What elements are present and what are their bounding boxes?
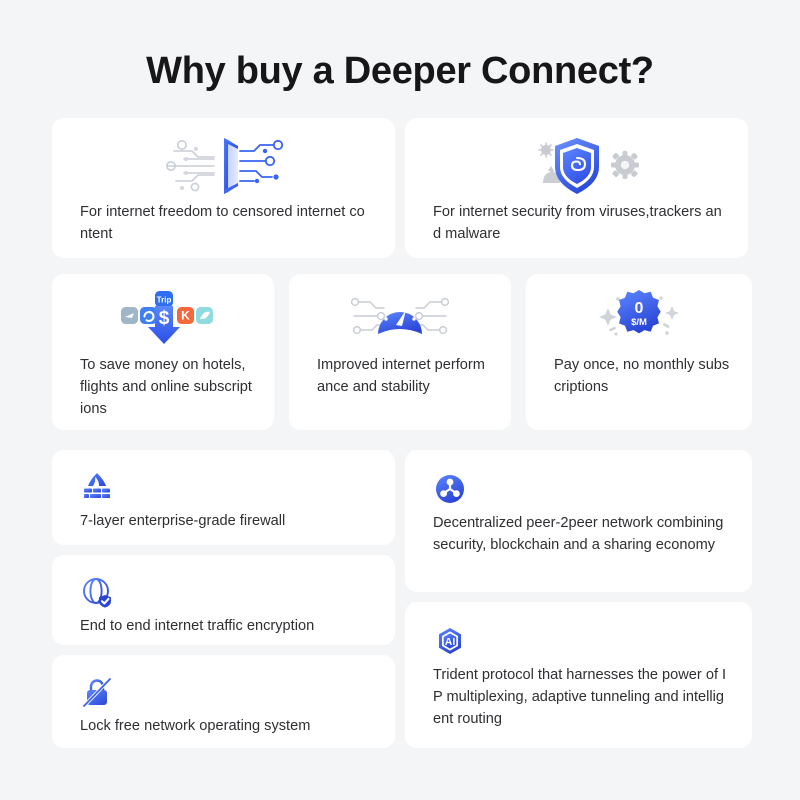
feature-card-internet-freedom[interactable]: For internet freedom to censored interne…	[52, 118, 395, 258]
security-shield-icon	[405, 136, 748, 196]
feature-card-text: For internet freedom to censored interne…	[80, 204, 365, 242]
money-saving-apps-icon: K Trip $	[52, 286, 274, 348]
svg-text:$: $	[159, 308, 170, 329]
firewall-icon	[80, 470, 114, 504]
virus-glyph	[537, 142, 554, 158]
network-gateway-icon	[52, 136, 395, 196]
feature-card-text: 7-layer enterprise-grade firewall	[80, 513, 286, 529]
svg-text:K: K	[181, 309, 190, 323]
gear-glyph	[610, 151, 639, 179]
feature-card-text: Lock free network operating system	[80, 718, 311, 734]
feature-card-text: Trident protocol that harnesses the powe…	[433, 667, 727, 727]
feature-card-lock-free[interactable]: Lock free network operating system	[52, 655, 395, 748]
speedometer-icon	[289, 286, 511, 348]
globe-encryption-icon	[80, 575, 114, 609]
zero-cost-badge-icon: 0 $/M	[526, 286, 752, 348]
feature-card-text: Decentralized peer-2peer network combini…	[433, 515, 724, 553]
feature-card-performance[interactable]: Improved internet performance and stabil…	[289, 274, 511, 430]
feature-card-text: For internet security from viruses,track…	[433, 204, 722, 242]
trojan-glyph	[542, 166, 560, 183]
feature-card-text: To save money on hotels, flights and onl…	[80, 357, 252, 417]
feature-card-text: End to end internet traffic encryption	[80, 618, 315, 634]
feature-card-p2p-network[interactable]: Decentralized peer-2peer network combini…	[405, 450, 752, 592]
lock-free-icon	[80, 675, 114, 709]
badge-zero-label: 0	[635, 300, 644, 317]
feature-card-internet-security[interactable]: For internet security from viruses,track…	[405, 118, 748, 258]
ai-chip-icon: AI	[433, 624, 467, 658]
feature-card-text: Improved internet performance and stabil…	[317, 357, 485, 395]
feature-card-encryption[interactable]: End to end internet traffic encryption	[52, 555, 395, 645]
feature-card-pay-once[interactable]: 0 $/M Pay once, no monthly subscriptions	[526, 274, 752, 430]
peer-to-peer-network-icon	[433, 472, 467, 506]
feature-card-firewall[interactable]: 7-layer enterprise-grade firewall	[52, 450, 395, 545]
badge-rate-label: $/M	[631, 317, 647, 328]
svg-text:Trip: Trip	[157, 296, 172, 305]
page-title: Why buy a Deeper Connect?	[146, 50, 654, 92]
feature-card-trident-protocol[interactable]: AI Trident protocol that harnesses the p…	[405, 602, 752, 748]
ai-badge-label: AI	[445, 636, 456, 648]
feature-card-save-money[interactable]: K Trip $ To save money on hotels, flight…	[52, 274, 274, 430]
feature-card-text: Pay once, no monthly subscriptions	[554, 357, 730, 395]
